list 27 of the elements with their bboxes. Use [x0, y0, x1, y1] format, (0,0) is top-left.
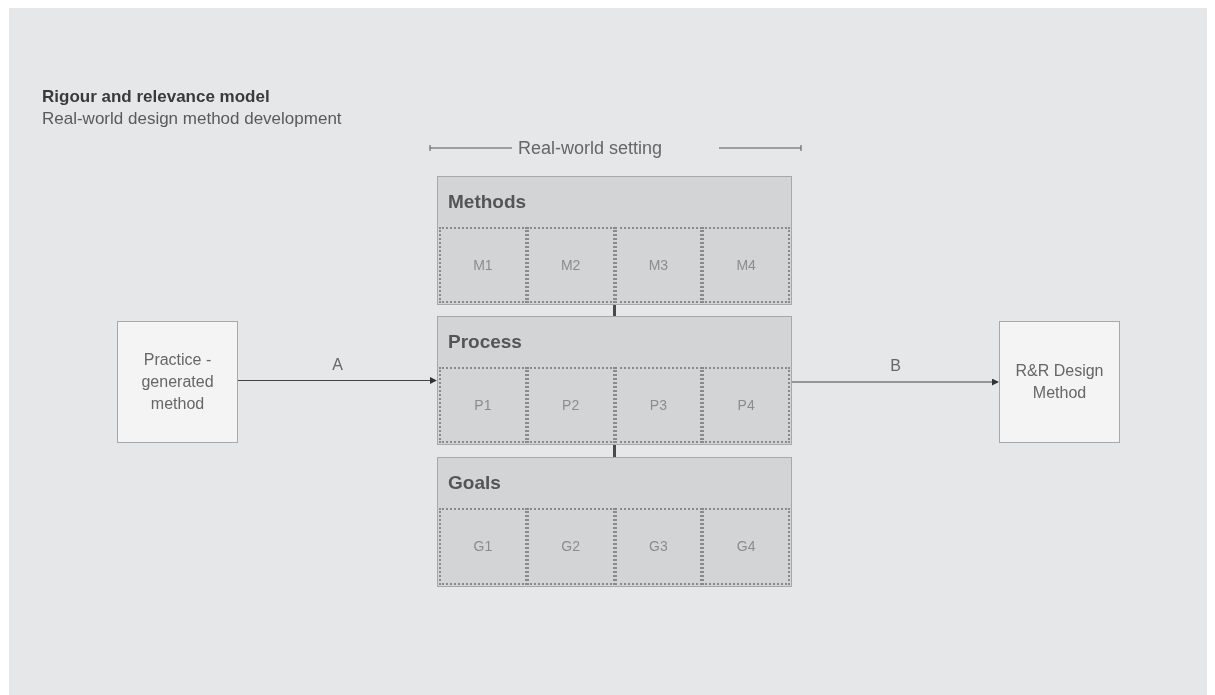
panel-heading: Process	[448, 329, 522, 354]
dotted-subsection: P1	[439, 367, 527, 443]
arrow	[791, 378, 999, 386]
dotted-subsection: P3	[614, 367, 703, 443]
dotted-subsection: G4	[702, 508, 790, 585]
dotted-subsection: P2	[526, 367, 615, 443]
panel-box	[437, 176, 792, 305]
panel-heading: Methods	[448, 189, 527, 214]
section-label: Real-world setting	[518, 137, 663, 160]
dotted-subsection: M1	[439, 227, 527, 303]
process-box: R&R Design Method	[999, 321, 1120, 443]
panel-box	[437, 316, 792, 445]
process-box: Practice - generated method	[117, 321, 238, 443]
dotted-subsection: G1	[439, 508, 527, 585]
dotted-subsection: G2	[526, 508, 615, 585]
connector-line	[613, 305, 616, 316]
dotted-subsection: G3	[614, 508, 703, 585]
dotted-subsection: P4	[702, 367, 790, 443]
diagram-title: Rigour and relevance model	[42, 86, 271, 108]
connector-line	[613, 445, 616, 457]
dotted-subsection: M3	[614, 227, 703, 303]
panel-heading: Goals	[448, 470, 501, 495]
dotted-subsection: M4	[702, 227, 790, 303]
diagram-subtitle: Real-world design method development	[42, 108, 342, 130]
panel-box	[437, 457, 792, 587]
arrow	[237, 377, 437, 384]
dotted-subsection: M2	[526, 227, 615, 303]
